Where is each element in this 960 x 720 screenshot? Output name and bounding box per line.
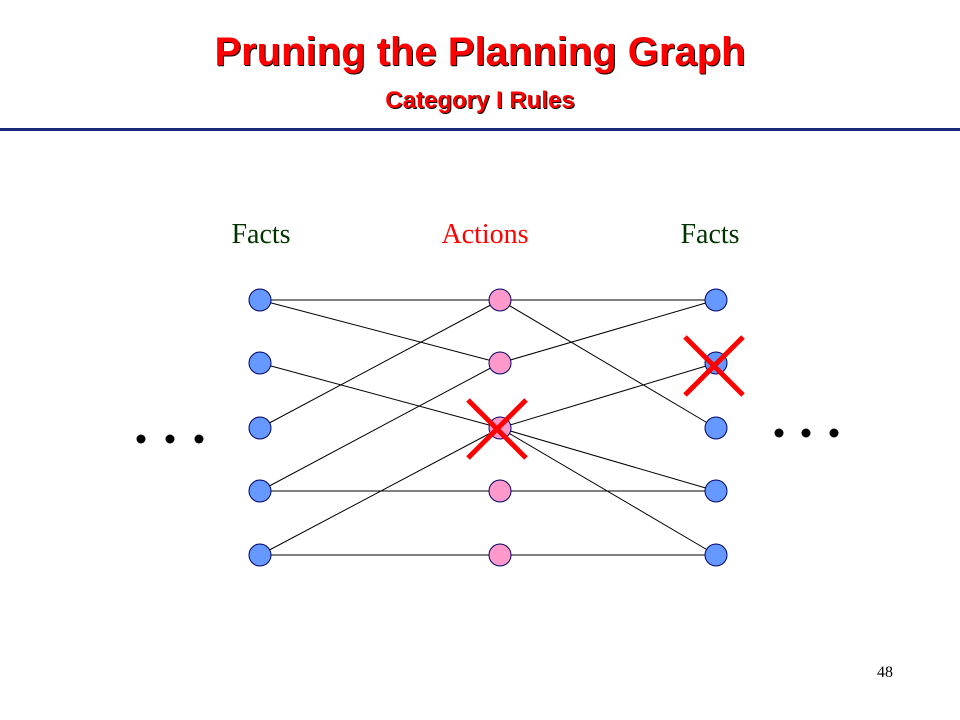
ellipsis-left-dot-1 [165,434,175,444]
edge-action0-fact2 [499,299,717,429]
action-node-3 [488,479,512,503]
edge-fact2-action0 [259,299,501,429]
edge-fact4-action2 [259,427,501,556]
graph-edges [259,299,717,556]
ellipsis-right-dot-2 [829,428,839,438]
fact-left-node-2 [248,416,272,440]
ellipsis-right-dot-1 [801,428,811,438]
slide-title: Pruning the Planning Graph [214,30,746,74]
pruned-x-mark [466,398,528,460]
fact-right-node-2 [704,416,728,440]
edge-action1-fact0 [499,299,717,364]
ellipsis-marks [136,428,839,444]
fact-right-node-3 [704,479,728,503]
column-label-facts-left: Facts [231,219,291,250]
edge-fact3-action1 [259,362,501,492]
fact-left-node-3 [248,479,272,503]
ellipsis-right-dot-0 [774,428,784,438]
ellipsis-left-dot-2 [194,434,204,444]
column-label-facts-right: Facts [680,219,740,250]
action-node-1 [488,351,512,375]
fact-right-node-0 [704,288,728,312]
title-divider [0,128,960,131]
edge-fact1-action2 [259,362,501,429]
ellipsis-left-dot-0 [136,434,146,444]
column-label-actions: Actions [441,219,529,250]
action-node-0 [488,288,512,312]
pruned-x-mark [683,335,745,397]
pruned-marks [466,335,745,460]
graph-nodes [248,288,728,567]
edge-fact0-action1 [259,299,501,364]
fact-right-node-4 [704,543,728,567]
fact-left-node-0 [248,288,272,312]
edge-action2-fact3 [499,427,717,492]
page-number: 48 [877,664,893,681]
fact-left-node-4 [248,543,272,567]
fact-left-node-1 [248,351,272,375]
action-node-4 [488,543,512,567]
slide-subtitle: Category I Rules [385,87,575,114]
edge-action2-fact1 [499,362,717,429]
